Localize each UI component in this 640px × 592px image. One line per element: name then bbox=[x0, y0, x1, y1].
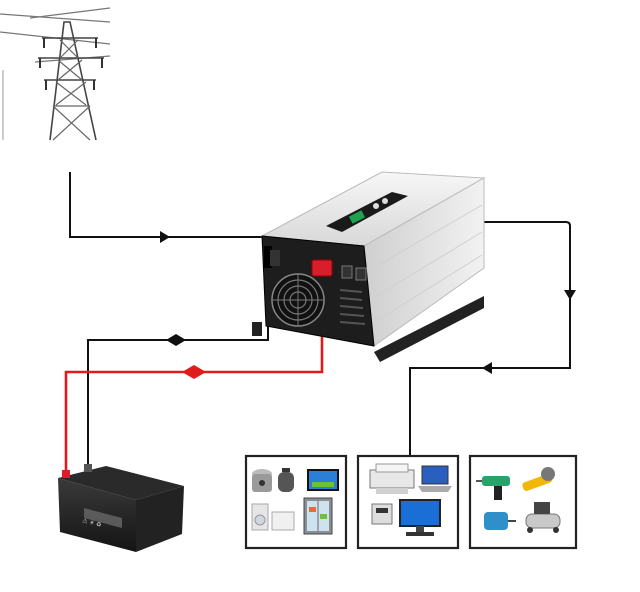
bidirectional-arrow-icon bbox=[166, 334, 176, 346]
inverter-charger-icon bbox=[252, 171, 486, 362]
arrow-right-icon bbox=[160, 231, 170, 243]
fan-icon bbox=[271, 273, 325, 327]
battery-icon: ⚠ ☀ ♻ bbox=[58, 464, 184, 552]
transmission-tower-icon bbox=[0, 7, 111, 141]
battery-positive-terminal bbox=[62, 470, 70, 478]
home-appliances-box bbox=[244, 454, 348, 550]
positive-terminal-icon bbox=[311, 259, 333, 277]
home-appliances-icon bbox=[251, 468, 339, 535]
output-wire bbox=[409, 221, 576, 460]
grid-input-wire bbox=[69, 172, 262, 243]
battery-negative-terminal bbox=[84, 464, 92, 472]
power-tools-box bbox=[468, 454, 578, 550]
svg-text:⚠ ☀ ♻: ⚠ ☀ ♻ bbox=[81, 517, 102, 529]
office-equipment-box bbox=[356, 454, 460, 550]
bidirectional-arrow-icon bbox=[182, 365, 194, 379]
power-tools-icon bbox=[476, 467, 561, 533]
arrow-left-icon bbox=[482, 362, 492, 374]
office-equipment-icon bbox=[369, 463, 452, 536]
battery-negative-wire bbox=[87, 318, 269, 477]
arrow-down-icon bbox=[564, 290, 576, 300]
